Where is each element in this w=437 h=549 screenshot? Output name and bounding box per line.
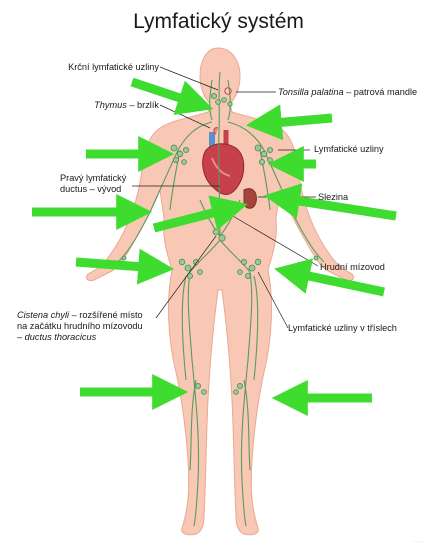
label-tonsil-rest: – patrová mandle xyxy=(343,87,418,97)
arrow-groin-right xyxy=(274,258,385,297)
label-cisterna-term: Cistena chyli xyxy=(17,310,70,320)
label-spleen: Slezina xyxy=(318,192,349,202)
label-thoracic-duct: Hrudní mízovod xyxy=(320,262,385,272)
label-cisterna-3: – ductus thoracicus xyxy=(17,332,97,342)
arrows xyxy=(32,77,397,416)
arrow-neck-left xyxy=(130,77,214,115)
heart xyxy=(202,127,245,195)
label-inguinal-nodes: Lymfatické uzliny v tříslech xyxy=(288,323,397,333)
label-cisterna-rest: – rozšířené místo xyxy=(69,310,143,320)
label-right-duct-1: Pravý lymfatický xyxy=(60,173,127,183)
label-tonsil-term: Tonsilla palatina xyxy=(278,87,344,97)
label-cisterna-2: na začátku hrudního mízovodu xyxy=(17,321,143,331)
tonsil-marker xyxy=(224,87,232,95)
label-lymph-nodes: Lymfatické uzliny xyxy=(314,144,384,154)
arrow-groin-left xyxy=(75,248,175,285)
spleen xyxy=(243,188,257,209)
arrow-chest-right xyxy=(245,104,333,141)
label-thymus: Thymus – brzlík xyxy=(94,100,159,111)
label-right-duct-2: ductus – vývod xyxy=(60,184,122,194)
leader-lines xyxy=(132,66,319,329)
label-cisterna-1: Cistena chyli – rozšířené místo xyxy=(17,310,143,321)
arrow-right-side xyxy=(263,183,397,221)
arrow-spleen xyxy=(152,195,248,233)
page-title: Lymfatický systém xyxy=(133,10,304,33)
label-cervical-nodes: Krční lymfatické uzliny xyxy=(68,62,159,72)
label-tonsil: Tonsilla palatina – patrová mandle xyxy=(278,87,417,98)
label-thymus-rest: – brzlík xyxy=(126,100,159,110)
label-thymus-term: Thymus xyxy=(94,100,127,110)
credit: · · · xyxy=(413,539,423,545)
